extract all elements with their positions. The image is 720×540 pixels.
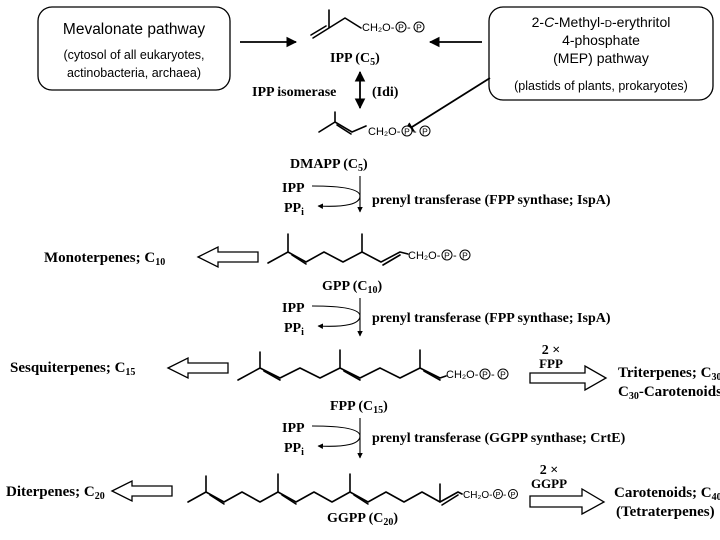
ggpp-structure bbox=[187, 473, 463, 506]
gpp-phosphate-1-circle bbox=[441, 249, 453, 261]
fpp-dimer-label: FPP bbox=[539, 356, 563, 371]
ipp-dash: - bbox=[407, 22, 411, 34]
ggpp-phosphate-group: CH₂O- P - P bbox=[463, 489, 518, 501]
step-2-ppi: PPi bbox=[284, 321, 304, 338]
triterpenes-hollow-arrow bbox=[529, 364, 608, 392]
ggpp-dimer-times: 2 × bbox=[540, 463, 558, 478]
fpp-structure bbox=[237, 349, 447, 381]
mep-to-dmapp-arrow bbox=[403, 77, 491, 133]
triterpenes-label: Triterpenes; C30 bbox=[618, 365, 720, 383]
step-3-enzyme: prenyl transferase (GGPP synthase; CrtE) bbox=[372, 431, 626, 446]
gpp-label: GPP (C10) bbox=[322, 279, 383, 296]
gpp-dash: - bbox=[453, 250, 457, 262]
isomerase-label: IPP isomerase bbox=[252, 85, 336, 100]
fpp-phosphate-2-circle bbox=[497, 368, 509, 380]
ipp-phosphate-group: CH₂O- P - P bbox=[362, 21, 425, 34]
ipp-ch2o: CH₂O- bbox=[362, 22, 395, 34]
mep-title: 2-C-Methyl-D-erythritol bbox=[532, 14, 671, 30]
c30-carotenoids-label: C30-Carotenoids bbox=[618, 384, 720, 402]
ggpp-ch2o: CH₂O- bbox=[463, 490, 492, 501]
fpp-dimer-times: 2 × bbox=[542, 343, 560, 358]
diterpenes-hollow-arrow bbox=[110, 479, 173, 503]
ipp-phosphate-2-circle bbox=[413, 21, 425, 33]
tetraterpenes-label: (Tetraterpenes) bbox=[616, 504, 715, 520]
gpp-phosphate-1-label: P bbox=[444, 251, 450, 261]
step-1-ipp: IPP bbox=[282, 181, 305, 196]
mevalonate-line1: (cytosol of all eukaryotes, bbox=[63, 48, 204, 62]
step-1-ppi: PPi bbox=[284, 201, 304, 218]
mep-line3: (MEP) pathway bbox=[553, 50, 649, 66]
fpp-phosphate-1-circle bbox=[479, 368, 491, 380]
dmapp-phosphate-1-label: P bbox=[404, 127, 410, 137]
mep-line2: 4-phosphate bbox=[562, 32, 640, 48]
fpp-label: FPP (C15) bbox=[330, 399, 388, 416]
gpp-ch2o: CH₂O- bbox=[408, 250, 441, 262]
sesquiterpenes-label: Sesquiterpenes; C15 bbox=[10, 360, 135, 378]
carotenoids-hollow-arrow bbox=[529, 487, 606, 516]
step-1: IPP PPi prenyl transferase (FPP synthase… bbox=[282, 176, 611, 218]
fpp-phosphate-group: CH₂O- P - P bbox=[446, 368, 509, 381]
ggpp-dash: - bbox=[503, 490, 506, 501]
step-2-enzyme: prenyl transferase (FPP synthase; IspA) bbox=[372, 311, 611, 326]
step-3-curved-arrow bbox=[311, 425, 361, 449]
ggpp-phosphate-2-label: P bbox=[510, 490, 515, 499]
step-1-curved-arrow bbox=[311, 185, 361, 209]
ggpp-phosphate-1-circle bbox=[493, 489, 503, 499]
fpp-phosphate-2-label: P bbox=[500, 370, 506, 380]
ipp-structure bbox=[310, 9, 362, 39]
ggpp-dimer-label: GGPP bbox=[531, 476, 567, 491]
monoterpenes-label: Monoterpenes; C10 bbox=[44, 250, 165, 268]
dmapp-label: DMAPP (C5) bbox=[290, 157, 368, 174]
fpp-phosphate-1-label: P bbox=[482, 370, 488, 380]
gpp-phosphate-2-label: P bbox=[462, 251, 468, 261]
step-2: IPP PPi prenyl transferase (FPP synthase… bbox=[282, 298, 611, 338]
gpp-phosphate-group: CH₂O- P - P bbox=[408, 249, 471, 262]
step-2-curved-arrow bbox=[311, 305, 361, 329]
step-3-ipp: IPP bbox=[282, 421, 305, 436]
dmapp-phosphate-2-circle bbox=[419, 125, 431, 137]
monoterpenes-hollow-arrow bbox=[196, 245, 259, 269]
dmapp-phosphate-group: CH₂O- P - P bbox=[368, 125, 431, 138]
dmapp-phosphate-1-circle bbox=[401, 125, 413, 137]
dmapp-phosphate-2-label: P bbox=[422, 127, 428, 137]
ggpp-phosphate-2-circle bbox=[508, 489, 518, 499]
ipp-phosphate-2-label: P bbox=[416, 23, 422, 33]
ggpp-phosphate-1-label: P bbox=[495, 490, 500, 499]
sesquiterpenes-hollow-arrow bbox=[166, 356, 229, 380]
dmapp-dash: - bbox=[413, 126, 417, 138]
mep-line4: (plastids of plants, prokaryotes) bbox=[514, 79, 688, 93]
step-3-ppi: PPi bbox=[284, 441, 304, 458]
step-2-ipp: IPP bbox=[282, 301, 305, 316]
gpp-structure bbox=[267, 233, 409, 266]
mevalonate-title: Mevalonate pathway bbox=[63, 21, 205, 38]
idi-label: (Idi) bbox=[372, 85, 399, 100]
dmapp-ch2o: CH₂O- bbox=[368, 126, 401, 138]
fpp-ch2o: CH₂O- bbox=[446, 369, 479, 381]
ggpp-label: GGPP (C20) bbox=[327, 511, 398, 528]
ipp-phosphate-1-circle bbox=[395, 21, 407, 33]
mevalonate-pathway-box: Mevalonate pathway (cytosol of all eukar… bbox=[37, 6, 231, 91]
ipp-label: IPP (C5) bbox=[330, 51, 380, 68]
dmapp-structure bbox=[318, 111, 367, 135]
ipp-phosphate-1-label: P bbox=[398, 23, 404, 33]
gpp-phosphate-2-circle bbox=[459, 249, 471, 261]
mevalonate-line2: actinobacteria, archaea) bbox=[67, 66, 201, 80]
carotenoids-label: Carotenoids; C40 bbox=[614, 485, 720, 503]
step-1-enzyme: prenyl transferase (FPP synthase; IspA) bbox=[372, 193, 611, 208]
step-3: IPP PPi prenyl transferase (GGPP synthas… bbox=[282, 418, 626, 459]
fpp-dash: - bbox=[491, 369, 495, 381]
diterpenes-label: Diterpenes; C20 bbox=[6, 484, 105, 502]
mep-pathway-box: 2-C-Methyl-D-erythritol 4-phosphate (MEP… bbox=[488, 6, 714, 101]
